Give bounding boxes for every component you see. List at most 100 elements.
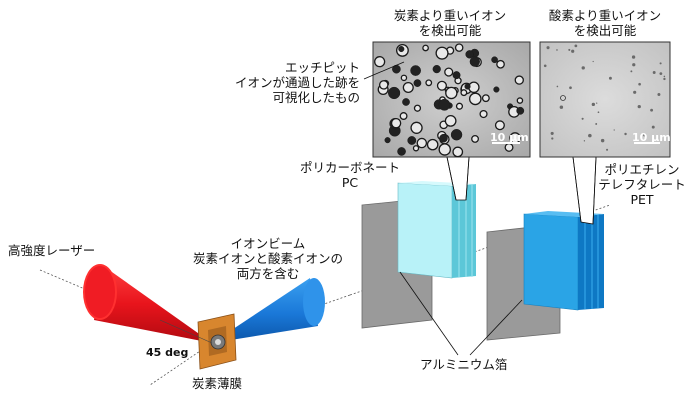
etch-pit	[591, 102, 596, 107]
pc-micrograph	[372, 41, 531, 158]
etch-pit	[399, 112, 408, 120]
etch-pit	[444, 114, 457, 127]
etch-pit	[438, 98, 451, 111]
carbon-detection-label: 炭素より重いイオン を検出可能	[388, 8, 512, 38]
carbon-detection-line1: 炭素より重いイオン	[393, 8, 507, 23]
etch-pit	[481, 94, 490, 103]
etch-pit	[569, 86, 572, 90]
etch-pit	[452, 71, 461, 80]
etch-pit	[631, 55, 636, 59]
etch-pit	[632, 63, 636, 67]
etch-pit	[400, 74, 408, 82]
etch-pit	[491, 56, 498, 64]
etch-pit	[416, 137, 428, 149]
etch-pit	[606, 148, 609, 151]
etch-pit	[374, 56, 386, 68]
etch-pit	[624, 132, 627, 136]
etch-pit	[390, 117, 402, 129]
etch-pit	[596, 102, 598, 104]
etch-pit	[454, 43, 464, 52]
focus-line	[159, 319, 213, 344]
pet-label: ポリエチレン テレフタレート PET	[592, 162, 692, 207]
etch-pit-pointer	[363, 61, 405, 80]
etch-pit	[426, 138, 439, 151]
etch-pit	[412, 145, 420, 152]
etch-pit	[516, 106, 525, 115]
etch-pit	[435, 46, 449, 60]
etch-pit	[592, 60, 594, 63]
etch-pit	[402, 98, 410, 106]
etch-pit	[651, 125, 655, 129]
etch-pit	[608, 76, 612, 80]
pc-label-line2: PC	[341, 175, 359, 190]
etch-pit	[546, 46, 550, 50]
etch-pit	[643, 133, 646, 137]
etch-pit	[444, 67, 454, 77]
etch-pit	[630, 70, 633, 73]
etch-pit	[422, 44, 429, 52]
etch-pit	[471, 134, 480, 143]
pet-micrograph	[539, 41, 671, 158]
etch-pit	[464, 83, 471, 90]
etch-pit	[556, 85, 559, 88]
etch-pit	[445, 86, 458, 100]
etch-pit	[410, 121, 423, 134]
etch-pit	[439, 134, 448, 143]
etch-pit	[410, 65, 421, 76]
etch-pit	[659, 72, 663, 75]
pet-scale-label: 10 μm	[632, 131, 671, 144]
laser-label: 高強度レーザー	[8, 243, 96, 258]
etch-pit	[595, 122, 598, 125]
etch-pit	[657, 93, 661, 96]
etch-pit-label: エッチピット イオンが通過した跡を 可視化したもの	[220, 60, 360, 105]
etch-pit	[613, 129, 615, 131]
etch-pit	[559, 105, 564, 109]
etch-pit	[460, 89, 468, 97]
etch-pit-line1: エッチピット	[284, 60, 360, 75]
etch-pit	[550, 131, 554, 135]
etch-pit	[652, 71, 656, 74]
etch-pit	[413, 104, 422, 112]
ion-beam-line2: 炭素イオンと酸素イオンの	[192, 251, 343, 266]
oxygen-detection-line2: を検出可能	[573, 23, 637, 38]
etch-pit	[479, 109, 488, 119]
etch-pit	[543, 64, 547, 68]
etch-pit	[436, 80, 447, 91]
aluminum-foil-label: アルミニウム箔	[420, 357, 508, 372]
oxygen-detection-line1: 酸素より重いイオン	[548, 8, 662, 23]
etch-pit	[384, 137, 391, 144]
etch-pit	[468, 92, 482, 106]
etch-pit	[450, 129, 463, 141]
etch-pit	[556, 49, 558, 51]
pet-label-line3: PET	[630, 192, 654, 207]
etch-pit	[581, 66, 585, 70]
etch-pit	[514, 75, 524, 85]
etch-pit	[581, 117, 584, 120]
etch-pit	[494, 120, 505, 131]
etch-pit	[650, 108, 654, 112]
etch-pit	[659, 62, 662, 65]
ion-beam-label: イオンビーム 炭素イオンと酸素イオンの 両方を含む	[188, 236, 348, 281]
pet-detector-stack	[523, 211, 604, 311]
etch-pit	[493, 86, 500, 93]
etch-pit	[455, 102, 464, 110]
etch-pit	[398, 46, 405, 53]
pet-label-line2: テレフタレート	[598, 177, 686, 192]
etch-pit	[574, 44, 578, 48]
carbon-film-label: 炭素薄膜	[192, 376, 243, 391]
etch-pit	[425, 79, 433, 87]
etch-pit	[402, 81, 414, 94]
etch-pit	[438, 143, 452, 156]
ion-beam-cone	[212, 278, 325, 343]
etch-pit	[407, 136, 417, 145]
pc-label: ポリカーボネート PC	[300, 160, 400, 190]
etch-pit	[432, 64, 441, 74]
etch-pit	[583, 140, 586, 142]
etch-pit	[638, 82, 641, 86]
etch-pit	[378, 80, 389, 90]
etch-pit	[600, 138, 605, 143]
laser-cone	[83, 264, 212, 343]
carbon-film-target	[197, 313, 237, 370]
